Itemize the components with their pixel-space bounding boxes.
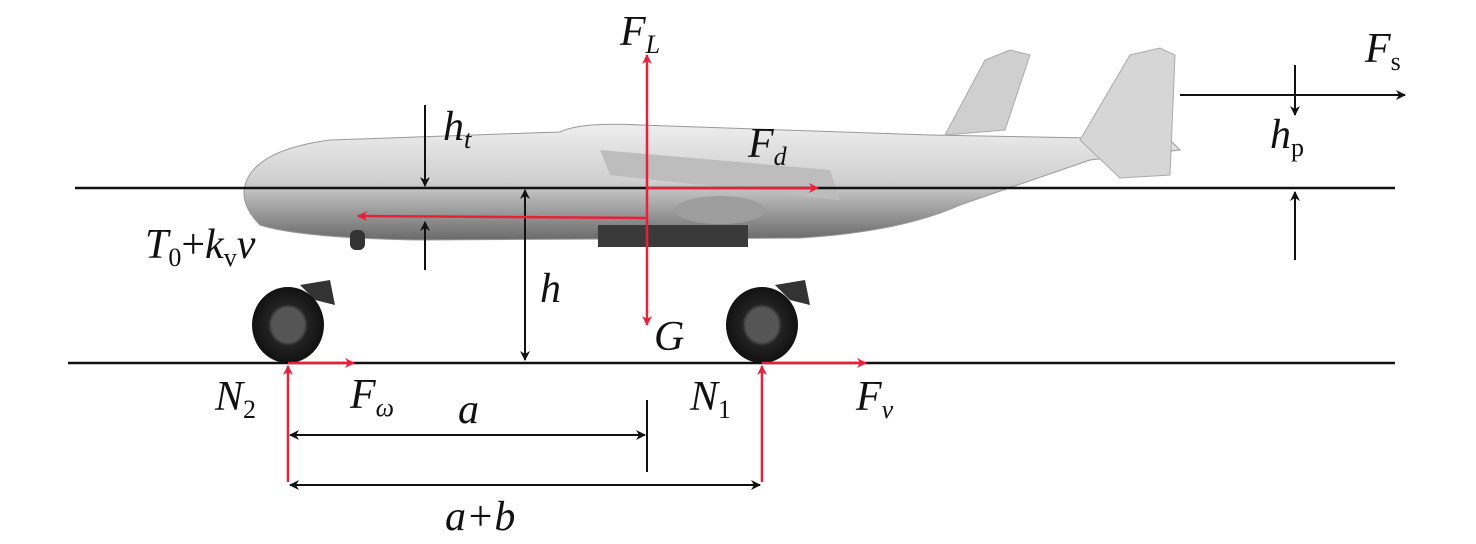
side-height-label: hp	[1270, 112, 1304, 162]
side-force-label: Fs	[1364, 26, 1401, 76]
thrust-height-label: ht	[443, 104, 472, 154]
cg-height-label: h	[540, 266, 561, 312]
rear-normal-label: N2	[214, 374, 256, 424]
front-normal-label: N1	[689, 374, 731, 424]
lift-label: FL	[619, 9, 660, 59]
front-wheel-image	[726, 280, 810, 363]
thrust-label: T0+kvv	[145, 222, 256, 272]
front-friction-label: Fv	[855, 374, 894, 424]
thrust-arrow	[357, 211, 648, 222]
aircraft-image	[243, 47, 1182, 250]
rear-wheel-image	[252, 280, 335, 363]
drag-label: Fd	[747, 121, 788, 171]
dim-ab-label: a+b	[445, 494, 515, 540]
dim-a-label: a	[458, 387, 479, 433]
rear-friction-label: Fω	[349, 372, 394, 422]
gravity-label: G	[654, 314, 684, 360]
